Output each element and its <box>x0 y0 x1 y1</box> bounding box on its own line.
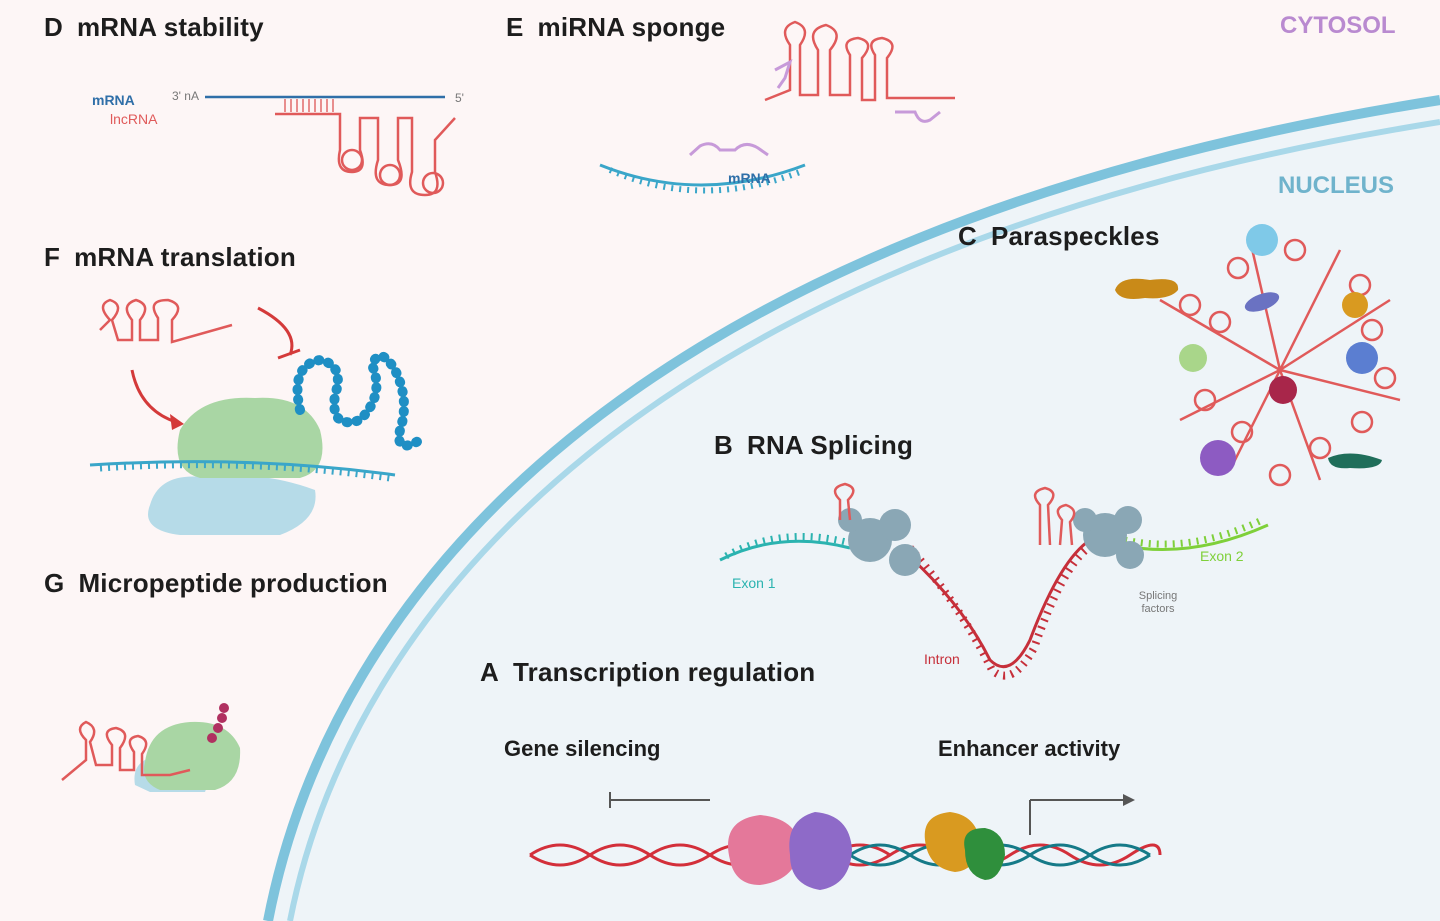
mirna-sponge-mrna-label: mRNA <box>728 170 771 186</box>
splicing-factors-label: Splicing factors <box>1138 590 1178 615</box>
five-prime-label: 5' <box>455 91 464 105</box>
rna-splicing-graphic <box>719 482 1269 680</box>
nucleus-label: NUCLEUS <box>1278 172 1395 199</box>
lncrna-label: lncRNA <box>110 111 158 127</box>
mirna-sponge-graphic <box>599 20 955 194</box>
mrna-translation-graphic <box>89 298 425 535</box>
enhancer-activity-label: Enhancer activity <box>938 736 1121 761</box>
three-prime-na-label: 3' nA <box>172 89 199 103</box>
mrna-label: mRNA <box>92 92 135 108</box>
micropeptide-graphic <box>61 703 241 792</box>
exon-1-label: Exon 1 <box>732 575 776 591</box>
gene-silencing-label: Gene silencing <box>504 736 661 761</box>
exon-2-label: Exon 2 <box>1200 548 1244 564</box>
paraspeckles-graphic <box>1115 224 1401 487</box>
intron-label: Intron <box>924 651 960 667</box>
transcription-regulation-graphic <box>529 792 1162 890</box>
mrna-stability-graphic <box>205 95 456 197</box>
cytosol-label: CYTOSOL <box>1280 12 1396 39</box>
